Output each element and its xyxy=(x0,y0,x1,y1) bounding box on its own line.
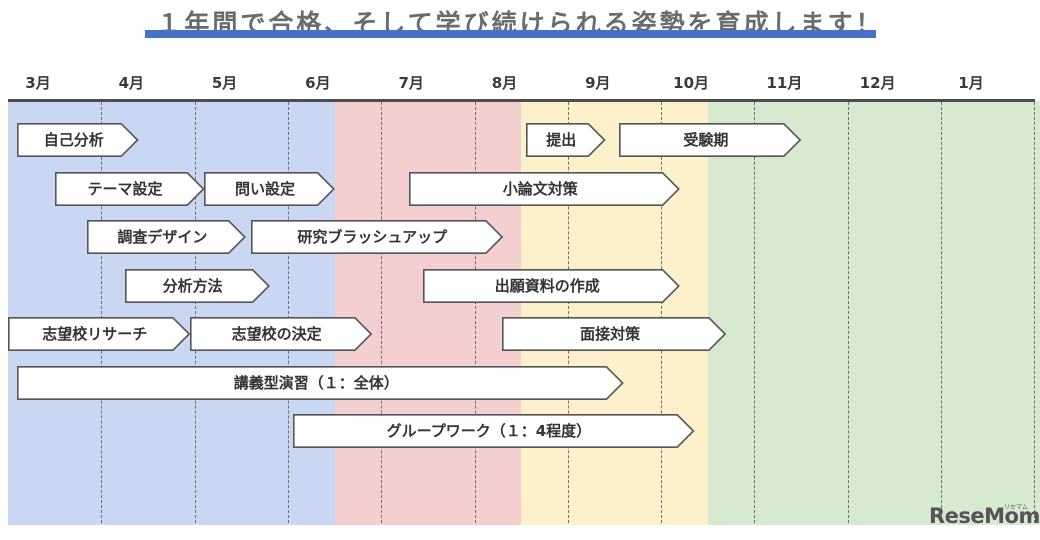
month-gridline xyxy=(847,102,849,523)
task-label: 志望校の決定 xyxy=(231,325,322,343)
task-arrow-research-brushup: 研究ブラッシュアップ xyxy=(250,220,503,255)
task-arrow-polygon xyxy=(8,317,191,352)
task-arrow-lecture-seminar: 講義型演習（１：全体） xyxy=(17,365,625,400)
task-label: 受験期 xyxy=(683,131,729,149)
task-arrow-polygon xyxy=(124,268,270,303)
resemom-logo-ruby: リセマム xyxy=(1004,504,1029,511)
task-arrow-shape xyxy=(189,317,373,352)
month-gridline xyxy=(101,102,103,523)
month-label: 6月 xyxy=(305,74,331,92)
month-label: 8月 xyxy=(491,74,518,92)
title-underline xyxy=(145,30,876,38)
task-arrow-polygon xyxy=(17,365,625,400)
month-gridline xyxy=(661,102,663,523)
task-arrow-polygon xyxy=(203,171,335,206)
task-arrow-polygon xyxy=(54,171,205,206)
task-arrow-shape xyxy=(17,123,139,158)
month-gridline xyxy=(754,102,756,523)
task-arrow-polygon xyxy=(423,268,681,303)
month-label: 7月 xyxy=(398,74,424,92)
task-arrow-polygon xyxy=(189,317,373,352)
month-label: 3月 xyxy=(25,74,51,92)
task-arrow-polygon xyxy=(17,123,139,158)
task-arrow-shape xyxy=(423,268,681,303)
month-gridline xyxy=(287,102,289,523)
task-arrow-shape xyxy=(124,268,270,303)
task-label: 小論文対策 xyxy=(502,179,578,198)
task-label: 研究ブラッシュアップ xyxy=(297,228,448,246)
resemom-logo: ReseMom xyxy=(929,504,1040,528)
task-arrow-shape xyxy=(502,317,727,352)
month-gridline xyxy=(567,102,569,523)
task-arrow-polygon xyxy=(502,317,727,352)
phase-band-2 xyxy=(334,101,522,525)
task-label: テーマ設定 xyxy=(87,179,163,198)
month-gridline xyxy=(941,102,942,523)
month-gridline xyxy=(474,102,476,523)
task-label: 志望校リサーチ xyxy=(42,325,148,343)
phase-band-3 xyxy=(521,101,708,525)
task-label: 調査デザイン xyxy=(117,228,208,246)
task-label: 出願資料の作成 xyxy=(494,276,600,295)
task-arrow-polygon xyxy=(525,123,606,158)
month-label: 10月 xyxy=(673,74,710,92)
month-gridline xyxy=(1034,102,1036,523)
task-label: 面接対策 xyxy=(580,325,641,343)
month-label: 1月 xyxy=(958,74,984,92)
task-arrow-polygon xyxy=(619,123,802,158)
task-label: 自己分析 xyxy=(43,131,104,149)
task-arrow-research-design: 調査デザイン xyxy=(87,220,247,255)
task-arrow-shape xyxy=(203,171,335,206)
task-arrow-shape xyxy=(409,171,681,206)
month-label: 9月 xyxy=(585,74,611,92)
task-arrow-shape xyxy=(292,414,695,449)
task-arrow-school-research: 志望校リサーチ xyxy=(8,317,191,352)
task-arrow-question-setting: 問い設定 xyxy=(203,171,335,206)
task-arrow-analysis-method: 分析方法 xyxy=(124,268,270,303)
month-label: 5月 xyxy=(211,74,238,92)
task-label: 問い設定 xyxy=(234,179,295,198)
task-arrow-application-docs: 出願資料の作成 xyxy=(423,268,681,303)
task-arrow-submission: 提出 xyxy=(525,123,606,158)
task-label: 分析方法 xyxy=(162,276,223,295)
task-label: 提出 xyxy=(546,131,577,149)
month-label: 4月 xyxy=(118,74,145,92)
task-arrow-shape xyxy=(525,123,606,158)
task-arrow-shape xyxy=(8,317,191,352)
task-arrow-polygon xyxy=(87,220,247,255)
phase-band-1 xyxy=(8,101,335,525)
task-arrow-school-decision: 志望校の決定 xyxy=(189,317,373,352)
task-arrow-polygon xyxy=(250,220,503,255)
month-gridline xyxy=(381,102,383,523)
month-gridline xyxy=(194,102,196,523)
task-arrow-interview-prep: 面接対策 xyxy=(502,317,727,352)
task-arrow-theme-setting: テーマ設定 xyxy=(54,171,205,206)
task-arrow-shape xyxy=(54,171,205,206)
task-arrow-group-work: グループワーク（１：4程度） xyxy=(292,414,695,449)
month-label: 12月 xyxy=(859,74,896,92)
task-arrow-exam-period: 受験期 xyxy=(619,123,802,158)
task-label: 講義型演習（１：全体） xyxy=(233,373,399,392)
task-arrow-shape xyxy=(87,220,247,255)
task-arrow-shape xyxy=(17,365,625,400)
timeline-axis xyxy=(8,99,1035,102)
task-label: グループワーク（１：4程度） xyxy=(386,422,592,440)
task-arrow-shape xyxy=(250,220,503,255)
task-arrow-shape xyxy=(619,123,802,158)
task-arrow-self-analysis: 自己分析 xyxy=(17,123,139,158)
month-label: 11月 xyxy=(766,74,803,92)
task-arrow-essay-prep: 小論文対策 xyxy=(409,171,681,206)
phase-band-4 xyxy=(707,101,1040,525)
task-arrow-polygon xyxy=(409,171,681,206)
task-arrow-polygon xyxy=(292,414,695,449)
